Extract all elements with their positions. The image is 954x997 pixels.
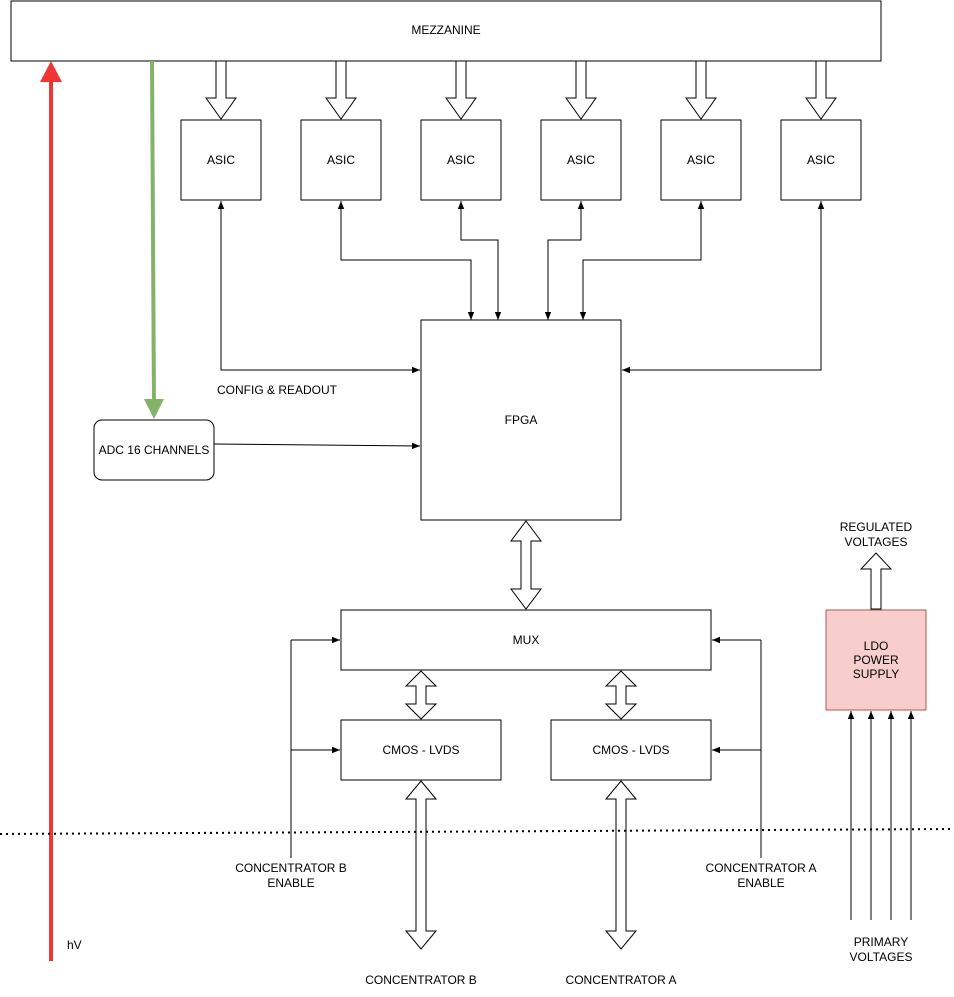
asic5-fpga-link [579,201,705,320]
mezzanine-label: MEZZANINE [411,23,480,37]
asic-block-1: ASIC [180,119,262,201]
mezzanine-block: MEZZANINE [10,0,882,62]
board-boundary-dotted-line [0,828,954,835]
asic2-fpga-link [337,201,475,320]
cmos-lvds-a-label: CMOS - LVDS [592,743,669,757]
asic-label: ASIC [807,153,835,167]
asic-label: ASIC [447,153,475,167]
adc-block: ADC 16 CHANNELS [93,419,215,481]
mezz-arrow-5 [685,60,717,120]
ldo-label-line-1: LDO [864,639,889,653]
fpga-label: FPGA [505,413,538,427]
concentrator-b-label: CONCENTRATOR B [365,973,477,987]
concentrator-a-enable-label-line-2: ENABLE [737,876,784,890]
regulated-voltages-label-line-2: VOLTAGES [845,535,908,549]
asic-fpga-connectors [217,201,825,374]
hv-label: hV [67,938,82,952]
cmos-b-concentrator-double-arrow [404,780,438,950]
hv-arrowhead [40,61,62,82]
concentrator-b-enable-label-line-2: ENABLE [267,876,314,890]
concentrator-a-label: CONCENTRATOR A [566,973,677,987]
asic4-fpga-link [544,201,585,320]
asic-label: ASIC [687,153,715,167]
cmos-lvds-a-block: CMOS - LVDS [550,719,712,781]
mux-label: MUX [513,633,540,647]
mezzanine-to-asic-arrows [205,60,837,120]
asic-label: ASIC [207,153,235,167]
asic1-fpga-link [217,201,420,374]
primary-voltages-label-line-1: PRIMARY [854,935,908,949]
asic-block-6: ASIC [780,119,862,201]
fpga-mux-double-arrow [510,520,542,610]
mux-block: MUX [340,609,712,671]
fpga-block: FPGA [420,319,622,521]
cmos-lvds-b-label: CMOS - LVDS [382,743,459,757]
adc-feed-line [150,60,156,409]
mezz-arrow-2 [325,60,357,120]
concentrator-a-enable-lines [712,636,762,858]
concentrator-b-enable-label-line-1: CONCENTRATOR B [235,861,347,875]
cmos-lvds-b-block: CMOS - LVDS [340,719,502,781]
ldo-label-line-2: POWER [853,653,899,667]
asic-block-4: ASIC [540,119,622,201]
mux-cmos-b-double-arrow [404,670,438,720]
asic-block-2: ASIC [300,119,382,201]
concentrator-b-enable-lines [290,636,340,858]
primary-voltage-inputs [847,711,915,920]
ldo-label-line-3: SUPPLY [853,667,899,681]
adc-feed-arrowhead [144,399,164,419]
regulated-voltages-label-line-1: REGULATED [840,520,913,534]
primary-voltages-label-line-2: VOLTAGES [850,950,913,964]
mux-cmos-a-double-arrow [604,670,638,720]
adc-to-fpga-arrow [213,442,421,450]
mezz-arrow-1 [205,60,237,120]
asic3-fpga-link [457,201,502,320]
ldo-power-supply-block: LDO POWER SUPPLY [825,609,927,711]
asic-block-5: ASIC [660,119,742,201]
asic-label: ASIC [567,153,595,167]
mezz-arrow-3 [445,60,477,120]
asic-label: ASIC [327,153,355,167]
concentrator-a-enable-label-line-1: CONCENTRATOR A [706,861,817,875]
regulated-voltages-arrow [859,552,893,610]
mezz-arrow-6 [805,60,837,120]
asic6-fpga-link [622,201,825,374]
asic-block-3: ASIC [420,119,502,201]
adc-label: ADC 16 CHANNELS [99,443,210,457]
mezz-arrow-4 [565,60,597,120]
config-readout-label: CONFIG & READOUT [217,383,338,397]
cmos-a-concentrator-double-arrow [604,780,638,950]
